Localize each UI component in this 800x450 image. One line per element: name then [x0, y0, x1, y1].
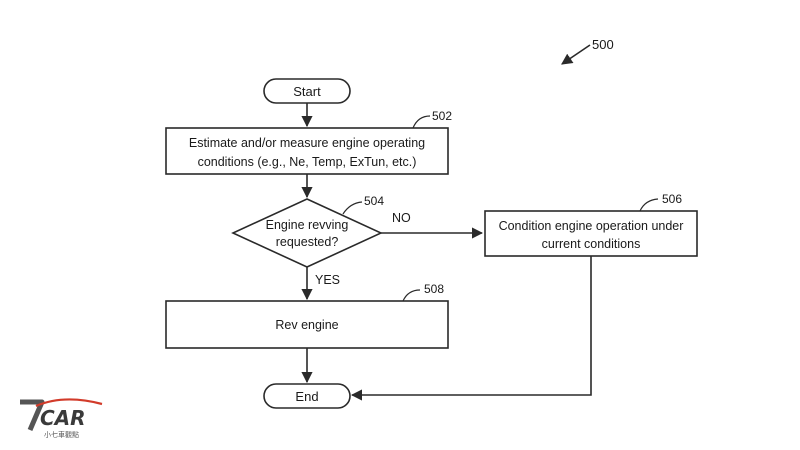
- estimate-conditions-line2: conditions (e.g., Ne, Temp, ExTun, etc.): [198, 155, 417, 169]
- site-logo-watermark: CAR 小七車觀點: [20, 398, 103, 439]
- decision-ref-leader: [342, 201, 363, 215]
- engine-revving-decision: [231, 198, 383, 268]
- end-label: End: [295, 389, 318, 404]
- estimate-conditions-box: [165, 127, 449, 175]
- condition-line1: Condition engine operation under: [499, 219, 684, 233]
- figure-ref-arrow: [561, 44, 591, 65]
- condition-line2: current conditions: [542, 237, 641, 251]
- estimate-conditions-line1: Estimate and/or measure engine operating: [189, 136, 425, 150]
- rev-engine-label: Rev engine: [275, 318, 338, 332]
- estimate-ref-label: 502: [432, 109, 452, 123]
- rev-ref-leader: [402, 289, 421, 302]
- estimate-ref-leader: [412, 115, 431, 129]
- figure-ref-label: 500: [592, 37, 614, 52]
- start-label: Start: [293, 84, 321, 99]
- condition-ref-leader: [639, 198, 659, 212]
- rev-engine-box: [165, 300, 449, 349]
- no-branch-label: NO: [392, 211, 411, 225]
- end-terminator: [263, 383, 351, 409]
- yes-branch-label: YES: [315, 273, 340, 287]
- svg-text:CAR: CAR: [40, 406, 86, 430]
- condition-engine-box: [484, 210, 698, 257]
- condition-ref-label: 506: [662, 192, 682, 206]
- rev-ref-label: 508: [424, 282, 444, 296]
- decision-line2: requested?: [276, 235, 339, 249]
- decision-ref-label: 504: [364, 194, 384, 208]
- svg-text:小七車觀點: 小七車觀點: [44, 430, 79, 439]
- decision-line1: Engine revving: [266, 218, 349, 232]
- arrow-condition-to-end: [350, 256, 592, 401]
